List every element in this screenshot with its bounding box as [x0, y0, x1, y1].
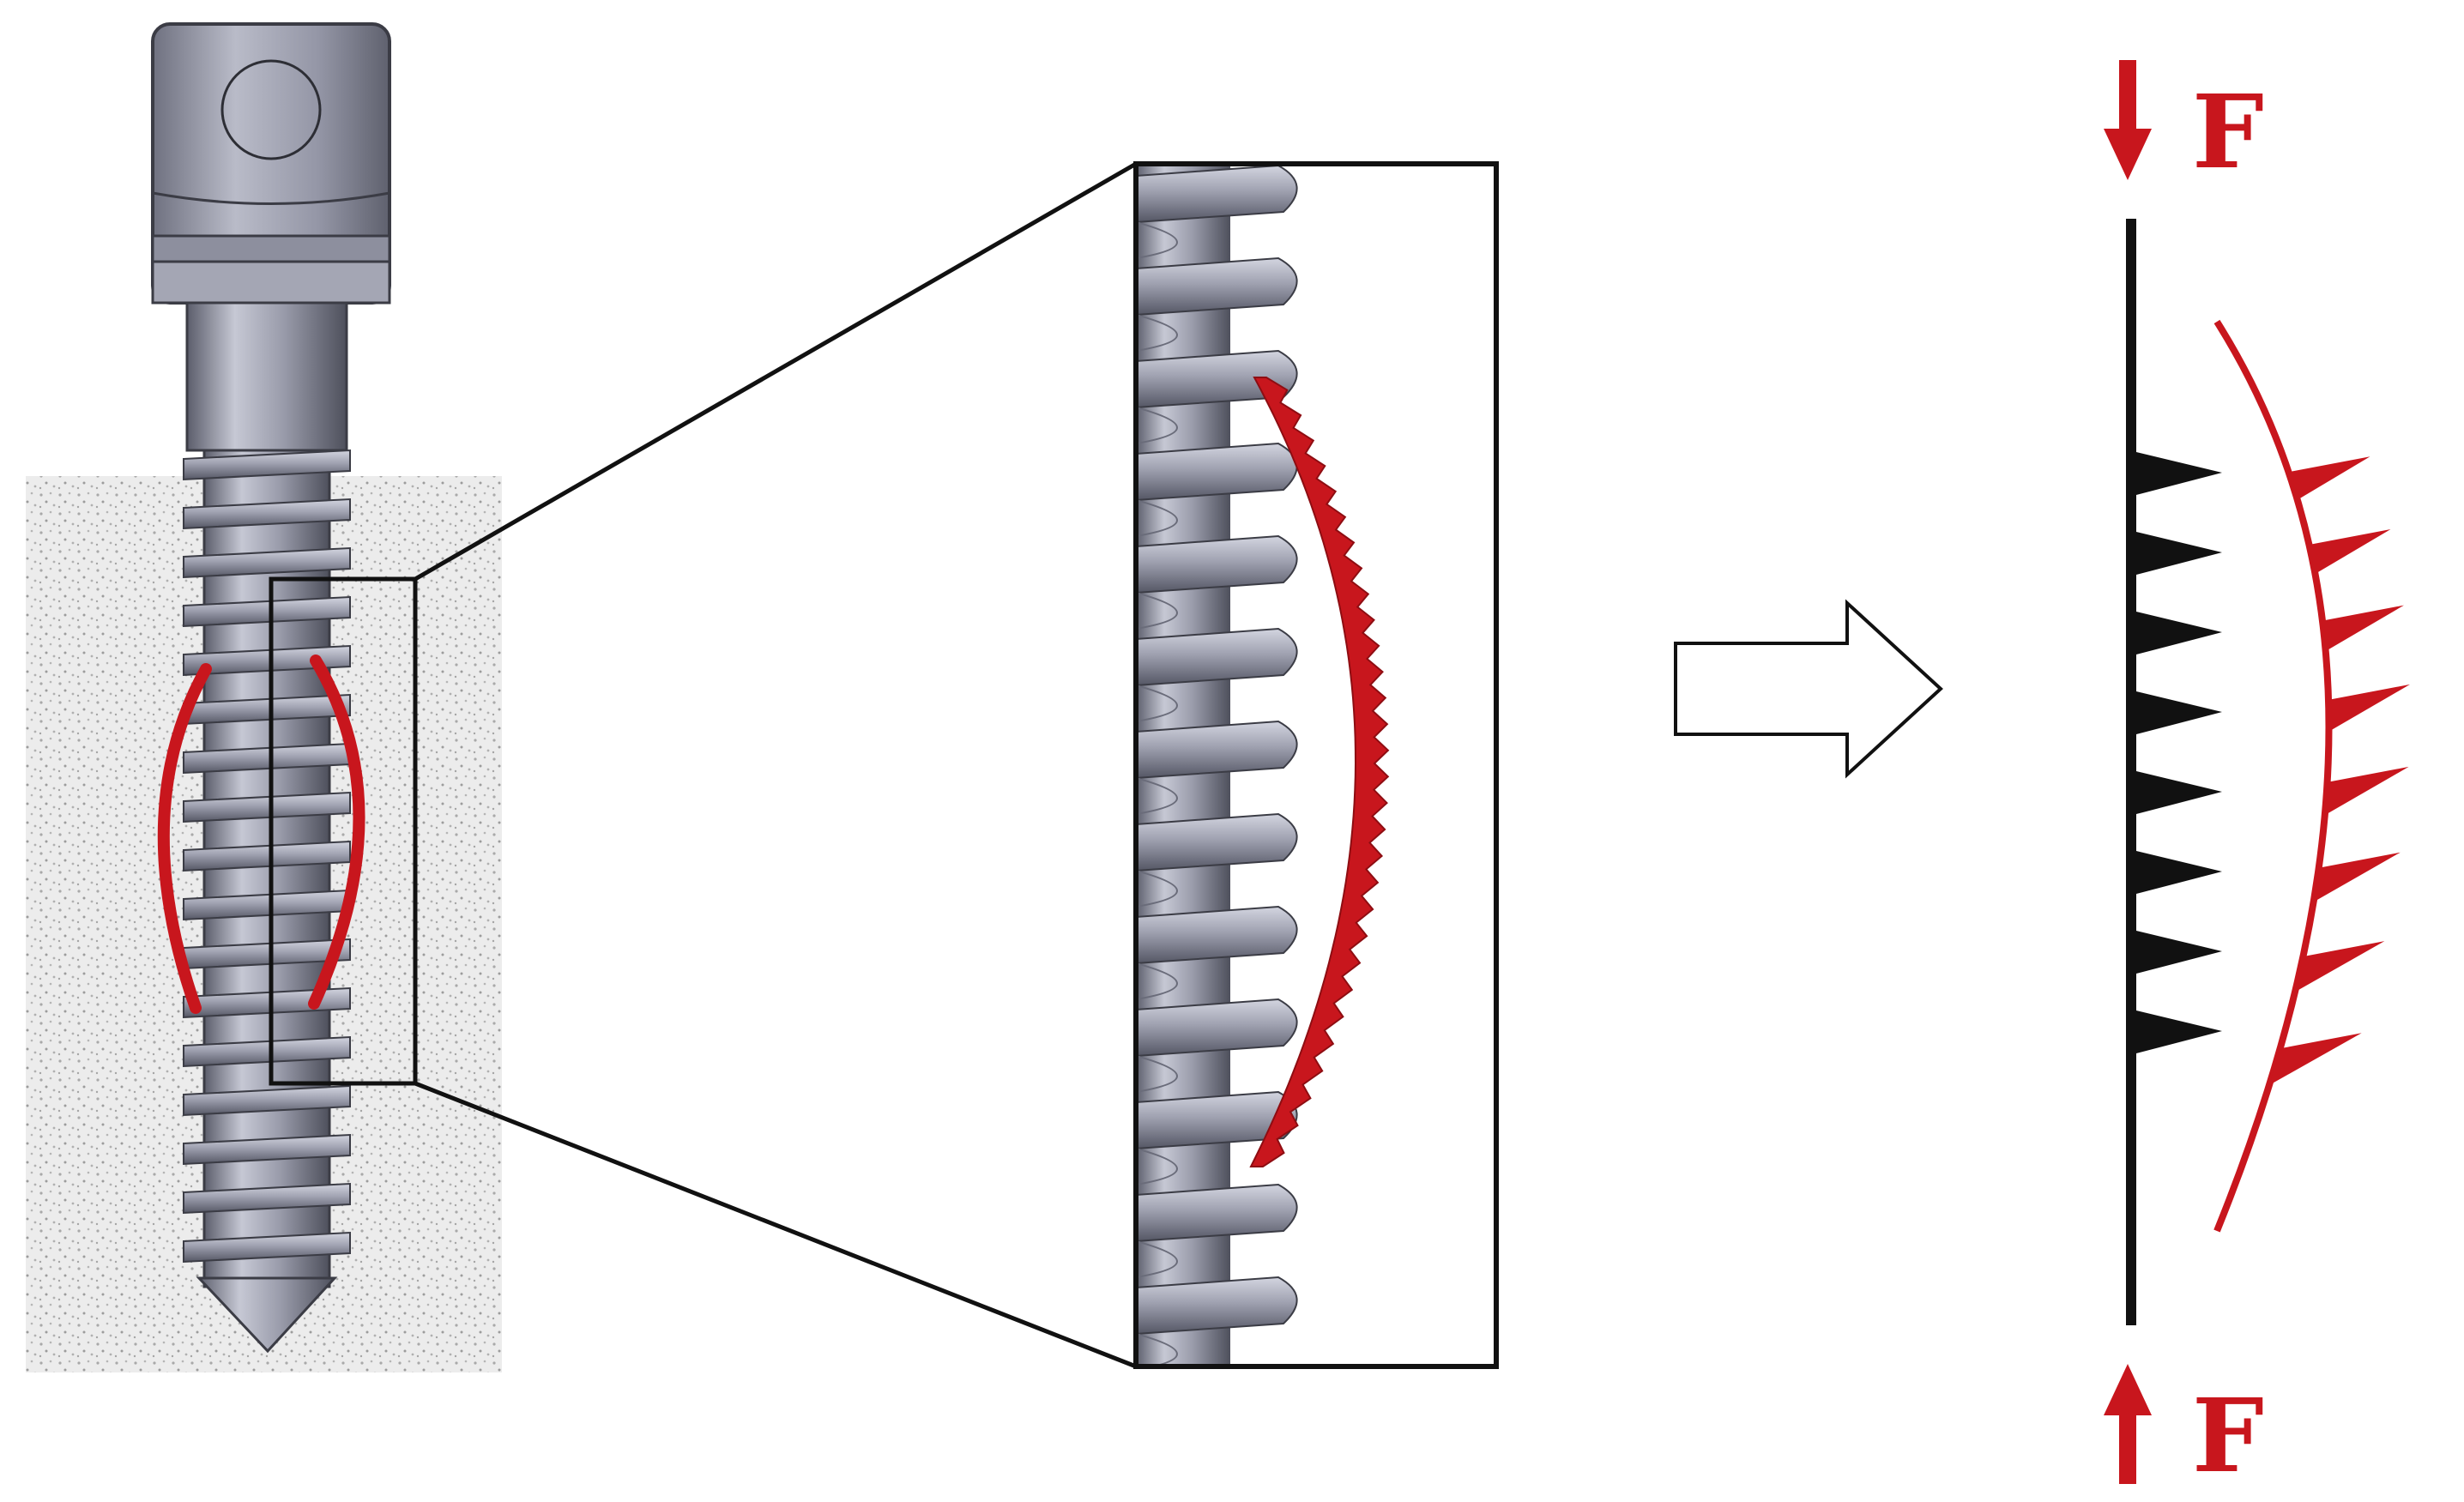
zoom-thread-ridge [1136, 1276, 1298, 1336]
zoom-thread-ridge [1136, 1090, 1298, 1150]
left-buckled-fragment [157, 663, 212, 1014]
straight-tooth [2136, 771, 2222, 814]
force-label-top: F [2192, 72, 2264, 191]
zoom-selection-box [269, 576, 418, 1086]
right-arrow-icon [1674, 599, 1943, 779]
thread-ridge [183, 449, 351, 481]
zoom-thread-ridge [1136, 1183, 1298, 1243]
straight-teeth-row [2136, 452, 2222, 1053]
deflected-tooth [2313, 852, 2401, 902]
zoom-thread-ridge [1136, 905, 1298, 965]
deflected-tooth [2322, 605, 2404, 652]
down-arrow-icon [2104, 60, 2152, 180]
thread-ridge [183, 595, 351, 628]
thread-ridge [183, 986, 351, 1019]
thread-ridge [183, 1182, 351, 1215]
zoom-thread-ridge [1136, 534, 1298, 594]
straight-tooth [2136, 452, 2222, 495]
deflected-tooth [2288, 456, 2370, 500]
deflected-tooth [2324, 766, 2409, 816]
right-buckled-fragment [308, 654, 365, 1010]
buckling-model: F F [2104, 60, 2410, 1495]
zoom-thread-ridge [1136, 627, 1298, 687]
deflected-tooth [2309, 529, 2391, 574]
zoom-thread-ridge [1136, 812, 1298, 872]
deflected-tooth [2295, 941, 2385, 992]
zoom-threads [1136, 164, 1298, 1366]
deflected-arc [2213, 319, 2333, 1233]
straight-tooth [2136, 1010, 2222, 1053]
screw-threads [183, 449, 351, 1264]
thread-ridge [183, 1084, 351, 1117]
zoom-line-top [414, 161, 1138, 582]
zoom-thread-ridge [1136, 164, 1298, 224]
thread-ridge [183, 1231, 351, 1264]
buckled-serrated-strip [1249, 377, 1390, 1167]
zoom-frame [1133, 161, 1499, 1369]
straight-tooth [2136, 851, 2222, 894]
screw-in-bone-view [26, 22, 502, 1372]
up-arrow-icon [2104, 1364, 2152, 1484]
thread-ridge [183, 840, 351, 872]
zoom-thread-ridge [1136, 998, 1298, 1058]
straight-tooth [2136, 691, 2222, 734]
thread-ridge [183, 498, 351, 530]
deflected-tooth [2269, 1033, 2362, 1085]
zoom-line-bottom [414, 1081, 1137, 1369]
screw-tip [196, 1276, 338, 1354]
straight-tooth [2136, 532, 2222, 575]
thread-ridge [183, 1035, 351, 1068]
thread-ridge [183, 644, 351, 677]
screw-neck [185, 301, 348, 452]
zoom-detail-view [1133, 161, 1499, 1369]
straight-tooth [2136, 612, 2222, 654]
thread-ridge [183, 546, 351, 579]
deflected-teeth-row [2269, 456, 2410, 1085]
thread-ridge [183, 791, 351, 823]
thread-ridge [183, 1133, 351, 1166]
force-label-bottom: F [2192, 1376, 2264, 1495]
deflected-tooth [2328, 684, 2410, 732]
screw-head [151, 22, 391, 305]
straight-tooth [2136, 931, 2222, 974]
zoom-thread-ridge [1136, 256, 1298, 317]
zoom-thread-ridge [1136, 720, 1298, 780]
